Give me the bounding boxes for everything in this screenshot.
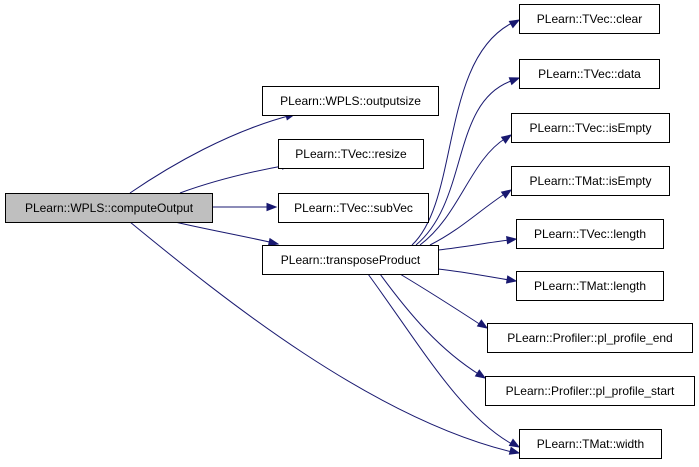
edge-transposeProduct-to-pl_profile_end (399, 273, 489, 329)
edge-line (179, 164, 289, 194)
node-box[interactable] (278, 193, 429, 223)
node-box[interactable] (511, 166, 670, 196)
node-box[interactable] (519, 4, 660, 34)
node-computeOutput[interactable]: PLearn::WPLS::computeOutput (5, 193, 213, 223)
arrow-head (500, 134, 513, 144)
node-box[interactable] (485, 376, 695, 406)
edge-computeOutput-to-width (129, 221, 521, 455)
node-box[interactable] (5, 193, 213, 223)
edge-transposeProduct-to-clear (411, 19, 521, 246)
node-box[interactable] (519, 429, 662, 459)
edge-transposeProduct-to-tmat_length (437, 268, 518, 284)
node-box[interactable] (516, 271, 664, 301)
node-label: PLearn::TMat::width (537, 437, 644, 451)
edge-line (399, 273, 482, 326)
arrow-head (505, 275, 518, 284)
node-label: PLearn::WPLS::computeOutput (25, 201, 194, 215)
arrow-head (267, 237, 280, 247)
node-label: PLearn::WPLS::outputsize (280, 94, 421, 108)
node-label: PLearn::TVec::length (534, 227, 646, 241)
node-pl_profile_start[interactable]: PLearn::Profiler::pl_profile_start (485, 376, 695, 406)
node-tvec_length[interactable]: PLearn::TVec::length (516, 219, 664, 249)
node-label: PLearn::TMat::isEmpty (529, 174, 651, 188)
arrow-head (474, 369, 487, 379)
node-label: PLearn::TVec::resize (295, 147, 407, 161)
node-label: PLearn::TVec::subVec (294, 201, 413, 215)
node-label: PLearn::Profiler::pl_profile_end (507, 331, 672, 345)
edge-transposeProduct-to-tvec_length (437, 236, 518, 251)
edge-line (367, 273, 513, 445)
edge-line (129, 114, 293, 194)
arrow-head (508, 19, 521, 29)
edge-line (429, 192, 507, 246)
node-box[interactable] (516, 219, 664, 249)
nodes-layer: PLearn::WPLS::computeOutput PLearn::WPLS:… (5, 4, 695, 459)
edge-transposeProduct-to-tmat_isEmpty (429, 189, 513, 246)
arrow-head (508, 438, 521, 448)
node-label: PLearn::TVec::clear (537, 12, 642, 26)
edge-transposeProduct-to-data (415, 77, 521, 246)
edge-line (129, 221, 513, 453)
node-width[interactable]: PLearn::TMat::width (519, 429, 662, 459)
node-label: PLearn::Profiler::pl_profile_start (506, 384, 675, 398)
node-box[interactable] (511, 113, 670, 143)
node-subVec[interactable]: PLearn::TVec::subVec (278, 193, 429, 223)
arrow-head (266, 202, 278, 212)
node-tvec_isEmpty[interactable]: PLearn::TVec::isEmpty (511, 113, 670, 143)
edge-line (437, 268, 510, 281)
arrow-head (508, 446, 521, 455)
edge-line (419, 137, 507, 246)
node-transposeProduct[interactable]: PLearn::transposeProduct (262, 245, 439, 275)
edges-layer (129, 19, 521, 455)
node-pl_profile_end[interactable]: PLearn::Profiler::pl_profile_end (487, 323, 693, 353)
edge-transposeProduct-to-tvec_isEmpty (419, 134, 513, 246)
node-outputsize[interactable]: PLearn::WPLS::outputsize (262, 86, 439, 116)
node-label: PLearn::TVec::data (538, 67, 641, 81)
arrow-head (476, 319, 489, 329)
edge-line (437, 239, 510, 251)
node-label: PLearn::transposeProduct (281, 253, 421, 267)
edge-computeOutput-to-outputsize (129, 112, 297, 194)
node-tmat_isEmpty[interactable]: PLearn::TMat::isEmpty (511, 166, 670, 196)
node-box[interactable] (262, 86, 439, 116)
edge-computeOutput-to-resize (179, 161, 293, 194)
edge-computeOutput-to-transposeProduct (174, 221, 280, 247)
node-box[interactable] (262, 245, 439, 275)
edge-transposeProduct-to-width (367, 273, 521, 448)
node-label: PLearn::TMat::length (534, 279, 646, 293)
node-data[interactable]: PLearn::TVec::data (519, 59, 660, 89)
node-clear[interactable]: PLearn::TVec::clear (519, 4, 660, 34)
edge-line (174, 221, 275, 244)
node-box[interactable] (487, 323, 693, 353)
edge-line (379, 273, 481, 376)
node-resize[interactable]: PLearn::TVec::resize (278, 139, 424, 169)
node-label: PLearn::TVec::isEmpty (529, 121, 651, 135)
arrow-head (508, 77, 521, 86)
node-tmat_length[interactable]: PLearn::TMat::length (516, 271, 664, 301)
edge-line (415, 79, 515, 246)
node-box[interactable] (278, 139, 424, 169)
edge-line (411, 22, 513, 246)
arrow-head (500, 189, 513, 199)
edge-transposeProduct-to-pl_profile_start (379, 273, 487, 379)
arrow-head (506, 236, 518, 245)
node-box[interactable] (519, 59, 660, 89)
edge-computeOutput-to-subVec (212, 202, 278, 212)
